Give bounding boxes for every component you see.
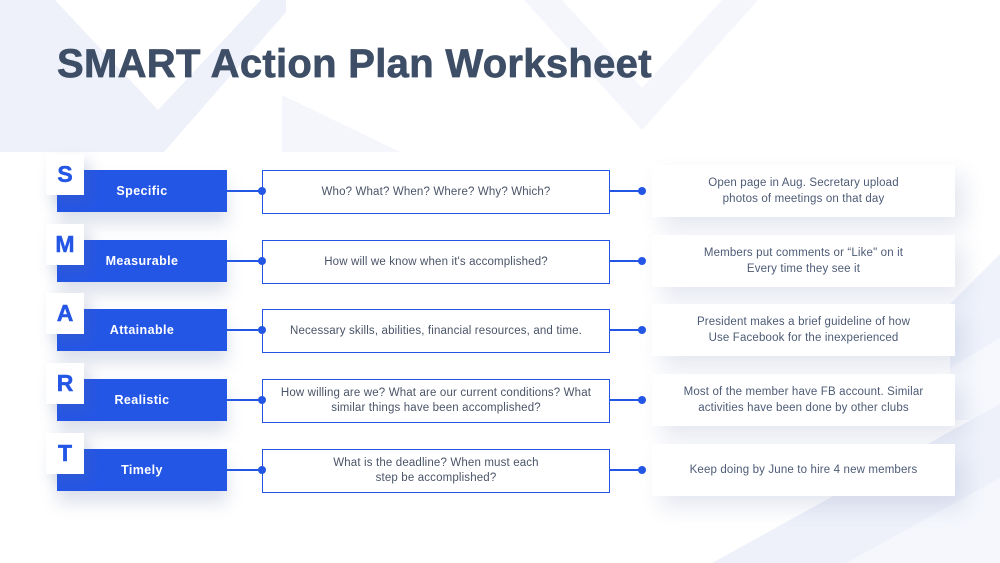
answer-line: activities have been done by other clubs (698, 402, 909, 414)
question-line: How willing are we? What are our current… (280, 387, 592, 399)
connector-dot-right (638, 396, 646, 404)
letter-card: T (46, 433, 84, 474)
connector-line-right (608, 469, 642, 471)
connector-line-left (227, 399, 262, 401)
letter: M (55, 231, 75, 258)
answer-card: President makes a brief guideline of how… (652, 304, 955, 356)
connector-dot-right (638, 326, 646, 334)
question-box: Necessary skills, abilities, financial r… (262, 309, 610, 353)
answer-line: photos of meetings on that day (722, 193, 885, 205)
answer-card: Open page in Aug. Secretary upload photo… (652, 165, 955, 217)
question-line: How will we know when it's accomplished? (324, 255, 548, 268)
letter-card: R (46, 363, 84, 404)
answer-line: Use Facebook for the inexperienced (708, 332, 899, 344)
answer-line: President makes a brief guideline of how (696, 316, 911, 328)
letter: A (56, 300, 74, 327)
connector-line-left (227, 190, 262, 192)
connector-line-right (608, 329, 642, 331)
connector-line-right (608, 260, 642, 262)
answer-line: Most of the member have FB account. Simi… (683, 386, 924, 398)
decor-top-left-faint (282, 95, 400, 152)
category-label: Realistic (114, 393, 170, 407)
letter: T (57, 440, 73, 467)
question-box: Who? What? When? Where? Why? Which? (262, 170, 610, 214)
connector-dot-left (258, 326, 266, 334)
letter-card: S (46, 154, 84, 195)
decor-top-center-chevron (524, 0, 758, 130)
question-line: step be accomplished? (375, 472, 497, 484)
connector-dot-right (638, 466, 646, 474)
category-button: Realistic (57, 379, 227, 421)
answer-card: Keep doing by June to hire 4 new members (652, 444, 955, 496)
letter-card: M (46, 224, 84, 265)
category-button: Attainable (57, 309, 227, 351)
connector-dot-left (258, 187, 266, 195)
connector-line-right (608, 190, 642, 192)
question-line: Necessary skills, abilities, financial r… (290, 324, 582, 337)
letter: S (57, 161, 73, 188)
connector-line-left (227, 260, 262, 262)
question-box: What is the deadline? When must each ste… (262, 449, 610, 493)
question-line: Who? What? When? Where? Why? Which? (321, 185, 551, 198)
connector-dot-left (258, 257, 266, 265)
answer-line: Every time they see it (746, 263, 861, 275)
category-button: Measurable (57, 240, 227, 282)
answer-line: Open page in Aug. Secretary upload (708, 177, 899, 189)
decor-right-band-light (950, 338, 1000, 420)
question-line: similar things have been accomplished? (331, 402, 541, 414)
answer-card: Members put comments or “Like" on it Eve… (652, 235, 955, 287)
category-label: Specific (116, 184, 168, 198)
category-label: Timely (121, 463, 163, 477)
page-title: SMART Action Plan Worksheet (57, 42, 652, 87)
answer-line: Keep doing by June to hire 4 new members (689, 464, 918, 476)
connector-dot-right (638, 187, 646, 195)
answer-card: Most of the member have FB account. Simi… (652, 374, 955, 426)
category-button: Timely (57, 449, 227, 491)
letter-card: A (46, 293, 84, 334)
connector-line-left (227, 329, 262, 331)
decor-top-left-chevron (0, 0, 286, 152)
question-box: How willing are we? What are our current… (262, 379, 610, 423)
connector-line-right (608, 399, 642, 401)
connector-dot-right (638, 257, 646, 265)
decor-bottom-right-light (846, 478, 1000, 563)
connector-dot-left (258, 396, 266, 404)
question-box: How will we know when it's accomplished? (262, 240, 610, 284)
answer-line: Members put comments or “Like" on it (703, 247, 904, 259)
category-button: Specific (57, 170, 227, 212)
connector-dot-left (258, 466, 266, 474)
question-line: What is the deadline? When must each (333, 457, 539, 469)
category-label: Attainable (109, 323, 175, 337)
connector-line-left (227, 469, 262, 471)
category-label: Measurable (105, 254, 179, 268)
letter: R (56, 370, 74, 397)
